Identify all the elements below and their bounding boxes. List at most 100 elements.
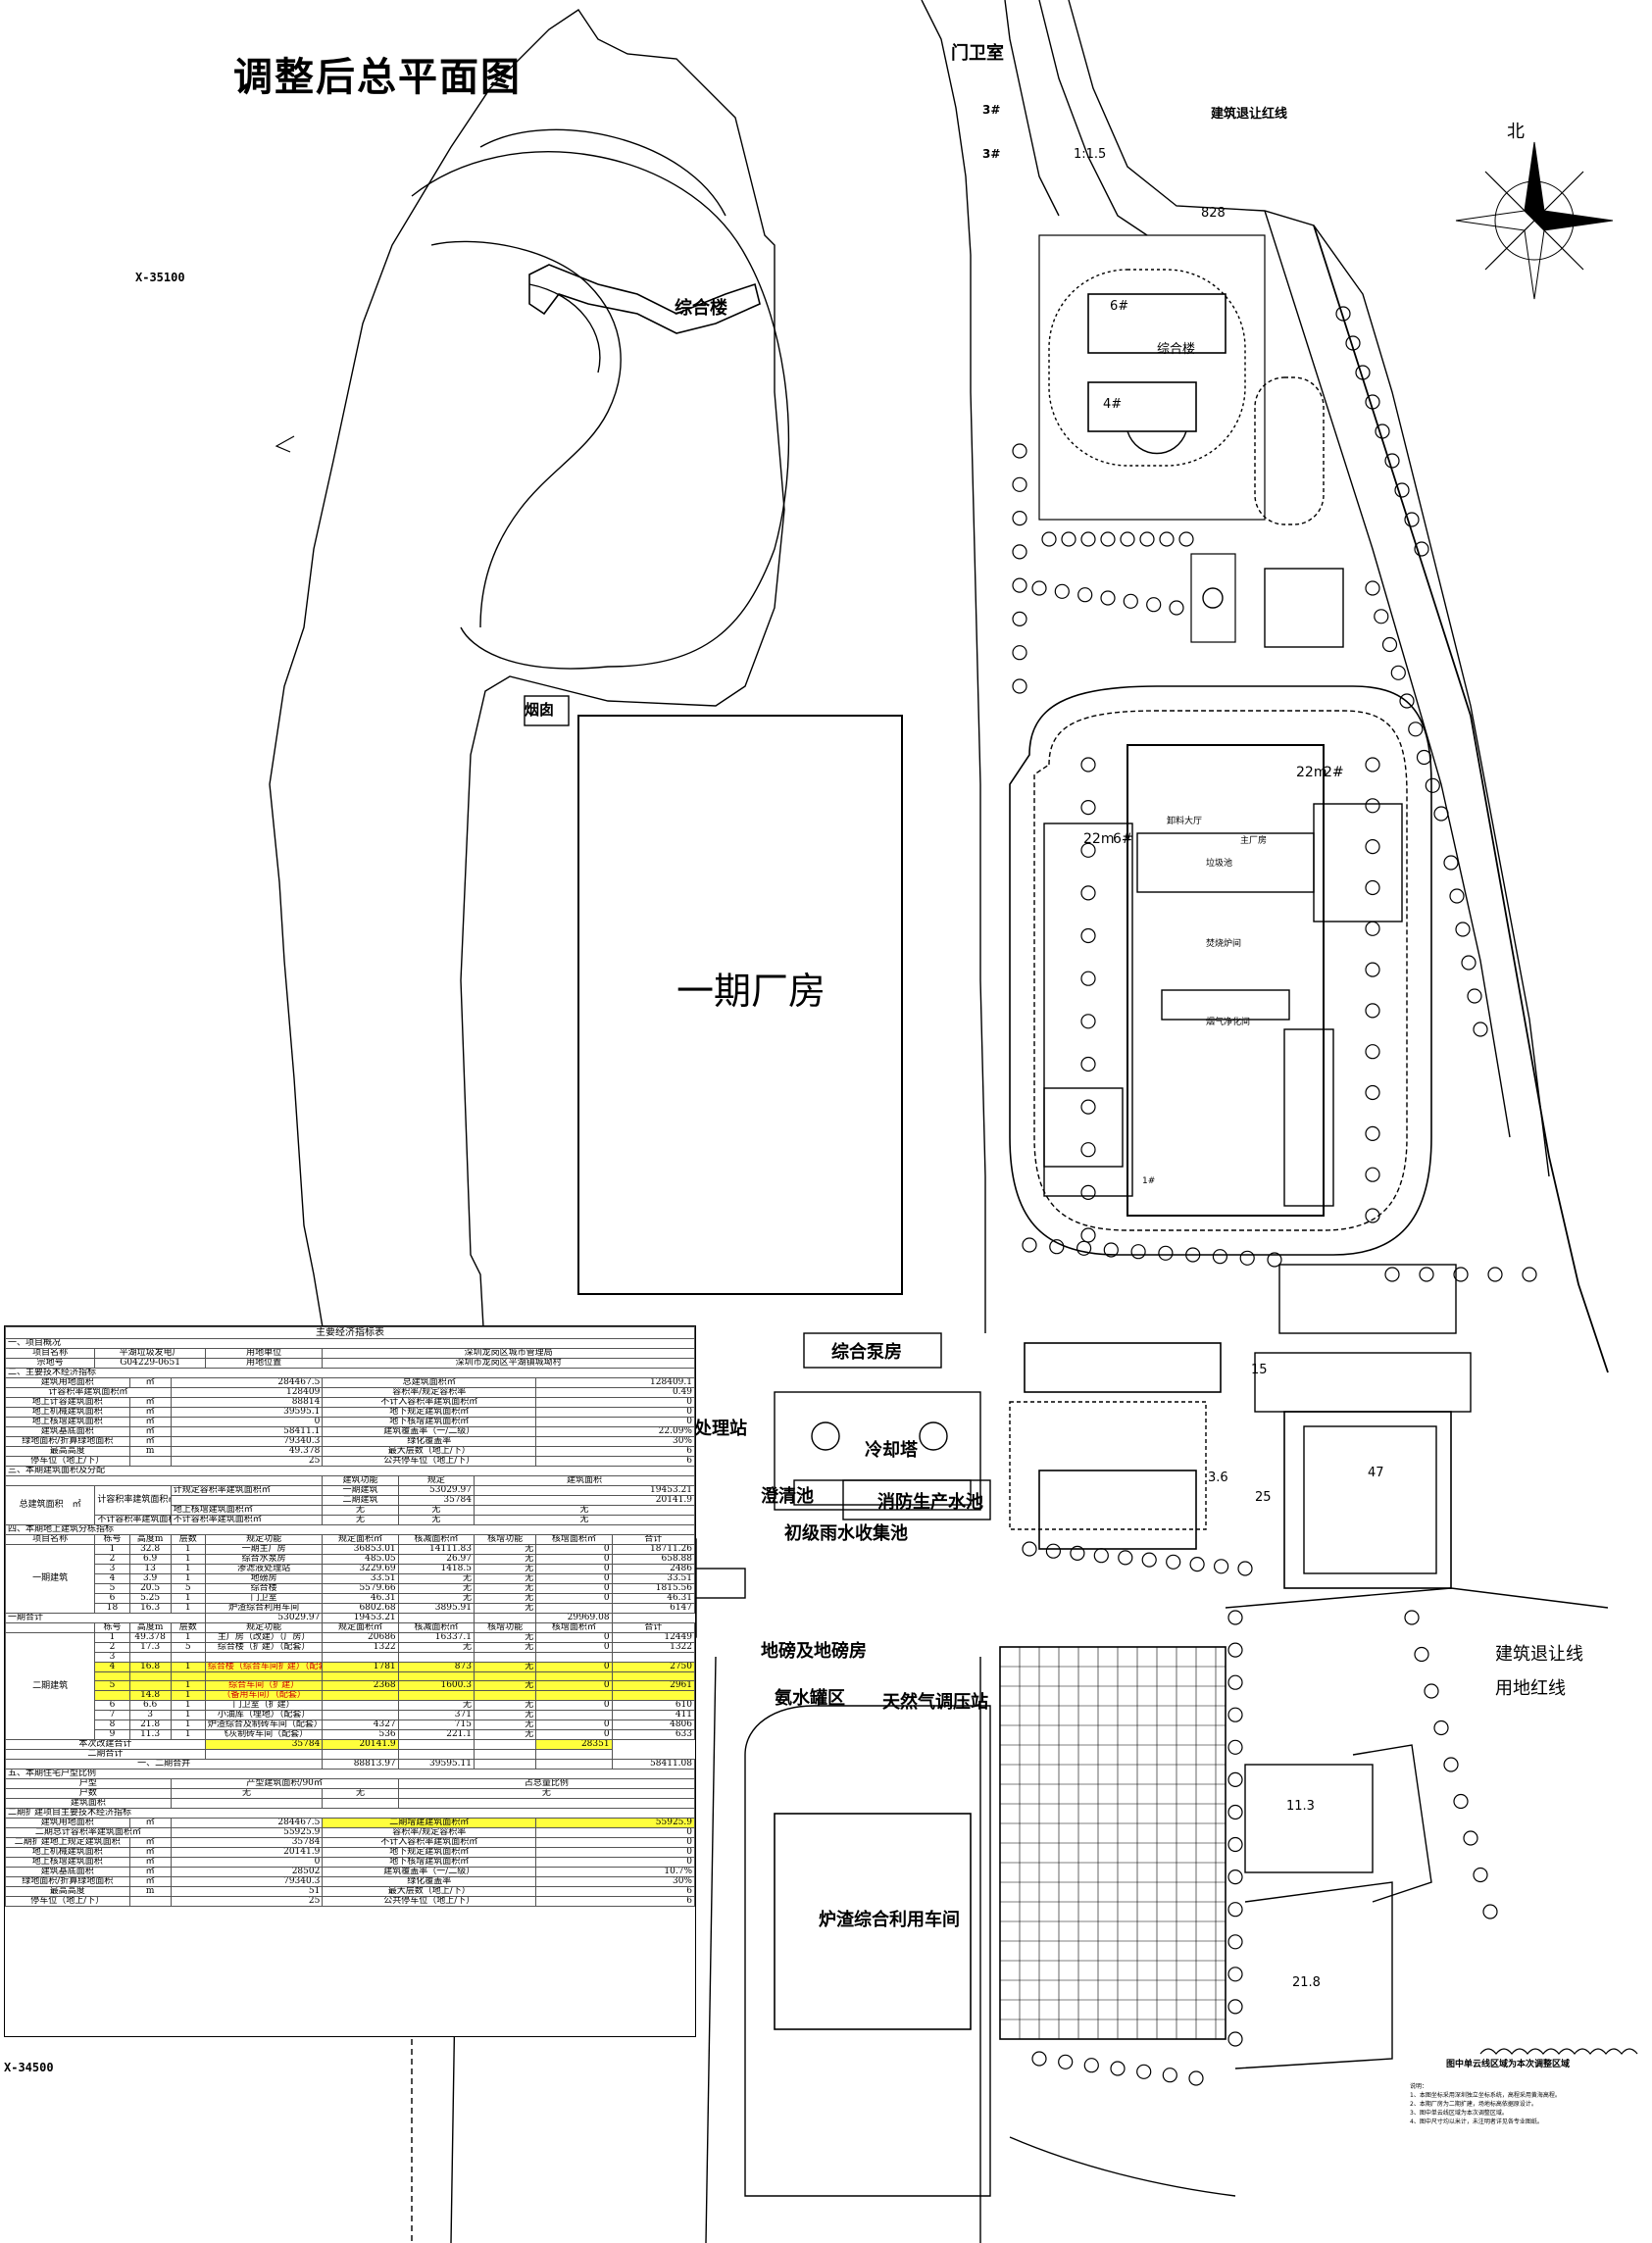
table-cell: 25 [170,1896,324,1908]
table-cell [322,1700,399,1712]
table-cell: 无 [397,1788,695,1800]
table-cell: 最高高度 [5,1886,130,1898]
table-cell: 无 [473,1603,537,1614]
table-cell: 深圳龙岗区城市管理局 [322,1348,695,1359]
table-cell: ㎡ [128,1436,172,1447]
table-cell: 二期建筑 [5,1631,96,1741]
tree-icon [1080,1184,1096,1201]
table-cell: 9 [94,1729,130,1741]
table-cell: 284467.5 [170,1818,324,1829]
table-cell: 综合楼（扩建）（配套） [204,1642,324,1653]
table-cell: 13 [128,1564,172,1574]
rainwater-label: 初级雨水收集池 [784,1523,908,1544]
tree-icon [1365,921,1380,936]
adjust-area-label: 图中单云线区域为本次调整区域 [1446,2060,1571,2069]
office-floor-6: 6# [1110,299,1129,314]
tree-icon [1381,636,1398,653]
table-cell: 19453.21 [473,1485,695,1496]
table-cell: 深圳市龙岗区平湖镇城坳村 [322,1358,695,1369]
table-cell: 炉渣综合利用车间 [204,1603,324,1614]
page-title: 调整后总平面图 [233,55,522,100]
tree-icon [1365,962,1380,977]
table-cell [204,1749,324,1761]
redline-label: 用地红线 [1495,1678,1566,1699]
tree-icon [1394,482,1410,498]
table-cell: 88813.97 [322,1759,399,1770]
table-cell [94,1690,130,1702]
table-cell: 11.3 [128,1729,172,1741]
table-cell: 2 [94,1554,130,1565]
tree-icon [1100,531,1116,547]
boiler-label: 焚烧炉间 [1206,939,1242,949]
table-cell: 无 [473,1662,537,1672]
tree-icon [1461,955,1477,971]
table-cell: 536 [322,1729,399,1741]
tree-icon [1227,1707,1243,1722]
tree-icon [1424,1683,1439,1699]
table-cell [5,1475,324,1486]
table-cell: 5 [94,1680,130,1692]
tree-icon [1365,1084,1380,1101]
table-cell: 总建筑面积㎡ [322,1377,537,1388]
table-cell: 5 [94,1583,130,1594]
main-plant-outline [1126,744,1325,1217]
table-cell: 3 [94,1652,130,1663]
table-cell: 0 [535,1847,695,1859]
tree-cluster [1012,306,1537,2086]
tree-icon [1080,757,1096,773]
table-cell: 停车位（地上/下） [5,1896,130,1908]
table-cell: 36853.01 [322,1544,399,1555]
table-cell: 门卫室 [204,1593,324,1604]
table-cell: 0 [535,1680,613,1692]
tree-icon [1419,1267,1434,1282]
table-cell [473,1749,537,1761]
table-cell [473,1759,537,1770]
table-cell: 二期总计容积率建筑面积㎡ [5,1827,172,1839]
table-cell: 633 [611,1729,695,1741]
tree-icon [1141,1552,1157,1568]
table-cell: 综合水泵房 [204,1554,324,1565]
table-cell: 1418.5 [397,1564,475,1574]
tree-icon [1365,394,1380,410]
table-cell: 3895.91 [397,1603,475,1614]
table-cell: 26.97 [397,1554,475,1565]
table-cell: 无 [322,1515,399,1525]
table-cell: 综合楼 [204,1583,324,1594]
table-cell: 6147 [611,1603,695,1614]
table-cell: 1 [170,1690,206,1702]
table-cell: 高度m [128,1534,172,1545]
table-cell: 19453.21 [322,1613,399,1623]
tree-icon [1045,1543,1062,1559]
table-cell: 地下核增建筑面积㎡ [322,1857,537,1869]
table-cell: 0 [535,1544,613,1555]
table-cell: ㎡ [128,1407,172,1418]
table-cell: 核增功能 [473,1622,537,1633]
yiqi-plant [577,715,903,1295]
table-cell: 39595.11 [397,1759,475,1770]
tree-icon [1080,1014,1096,1029]
floor-1-label: 1# [1142,1176,1156,1186]
section-heading: 三、本期建筑面积及分配 [5,1466,695,1476]
table-cell: 综合楼（综合车间扩建）（配套） [204,1662,324,1672]
table-cell: 渗滤液处理站 [204,1564,324,1574]
table-cell: ㎡ [128,1818,172,1829]
tree-icon [1365,879,1380,896]
table-cell: 小油库（埋地）（配套） [204,1710,324,1721]
table-cell: 无 [473,1573,537,1584]
table-cell: m [128,1886,172,1898]
tree-icon [1463,1830,1478,1846]
table-cell [204,1670,324,1682]
table-cell: 0 [535,1417,695,1427]
tree-icon [1404,512,1420,527]
table-cell: 411 [611,1710,695,1721]
table-cell: 1 [170,1554,206,1565]
table-cell: 39595.1 [170,1407,324,1418]
table-cell: 地上机械建筑面积 [5,1407,130,1418]
table-cell [94,1670,130,1682]
tree-icon [1399,693,1415,709]
tree-icon [1185,1247,1201,1263]
